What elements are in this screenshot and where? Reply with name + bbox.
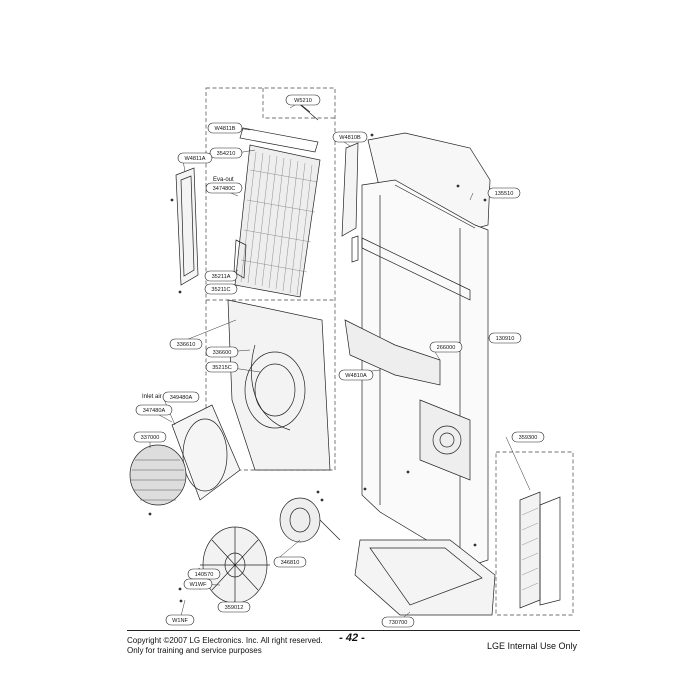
part-tag-336600: 336600 — [205, 346, 239, 358]
part-tag-35211c: 35211C — [204, 283, 238, 295]
part-tag-w4811a: W4811A — [177, 152, 213, 164]
part-tag-347480c: 347480C — [205, 182, 243, 194]
part-tag-w1nf: W1NF — [165, 614, 195, 626]
purpose-text: Only for training and service purposes — [127, 646, 262, 655]
part-label: 35215C — [212, 365, 232, 371]
part-tag-346810: 346810 — [273, 556, 307, 568]
internal-use-text: LGE Internal Use Only — [487, 641, 578, 651]
side-panel-left — [175, 167, 199, 286]
part-label: 349480A — [170, 395, 193, 401]
louver-group-box — [495, 451, 574, 616]
part-tag-140570: 140570 — [187, 568, 221, 580]
part-label: W4811A — [184, 156, 205, 162]
side-panel-middle — [341, 142, 359, 237]
page-number: - 42 - — [339, 632, 365, 644]
part-tag-w5210: W5210 — [285, 94, 321, 106]
part-label: 130910 — [496, 336, 515, 342]
part-label: 336600 — [213, 350, 232, 356]
scroll-housing — [227, 299, 331, 471]
eva-out-label: Eva-out — [213, 177, 234, 183]
part-label: 347480C — [213, 186, 236, 192]
part-label: W5210 — [294, 98, 312, 104]
part-tag-35211a: 35211A — [204, 270, 238, 282]
part-label: 336610 — [177, 342, 196, 348]
part-label: 354210 — [217, 151, 236, 157]
part-tag-349480a: 349480A — [162, 391, 200, 403]
part-label: W4810A — [345, 373, 367, 379]
part-tag-w4810a: W4810A — [338, 369, 374, 381]
part-label: 359012 — [225, 605, 244, 611]
part-label: 140570 — [195, 572, 214, 578]
part-label: 730700 — [389, 620, 408, 626]
screws — [148, 133, 487, 603]
part-tag-730700: 730700 — [381, 616, 415, 628]
part-label: W4811B — [214, 126, 235, 132]
inlet-air-label: Inlet air — [142, 394, 162, 400]
part-tag-354210: 354210 — [209, 147, 243, 159]
drain-pan — [354, 539, 496, 616]
part-tag-135510: 135510 — [487, 187, 521, 199]
part-label: W1WF — [189, 582, 207, 588]
part-tag-130910: 130910 — [488, 332, 522, 344]
part-tag-359012: 359012 — [217, 601, 251, 613]
part-tag-359300: 359300 — [511, 431, 545, 443]
part-tag-266000: 266000 — [429, 341, 463, 353]
orifice-ring — [171, 404, 241, 501]
cabinet-frame — [344, 132, 491, 567]
part-label: 135510 — [495, 191, 514, 197]
copyright-text: Copyright ©2007 LG Electronics. Inc. All… — [127, 636, 323, 645]
part-label: W1NF — [172, 618, 188, 624]
part-tag-336610: 336610 — [169, 338, 203, 350]
part-label: 266000 — [437, 345, 456, 351]
part-tag-347480a: 347480A — [135, 404, 173, 416]
part-label: 35211C — [211, 287, 230, 293]
part-tag-35215c: 35215C — [205, 361, 239, 373]
fan — [200, 526, 270, 604]
part-label: 337000 — [141, 435, 160, 441]
footer-left: Copyright ©2007 LG Electronics. Inc. All… — [127, 636, 323, 656]
motor — [279, 497, 341, 543]
part-label: 346810 — [281, 560, 300, 566]
part-label: 35211A — [212, 274, 231, 280]
part-tag-337000: 337000 — [133, 431, 167, 443]
part-label: 347480A — [143, 408, 166, 414]
part-tag-w1wf: W1WF — [183, 578, 213, 590]
evaporator-group-box — [205, 87, 336, 471]
footer-rule — [127, 630, 580, 631]
part-label: W4810B — [339, 135, 361, 141]
part-label: 359300 — [519, 435, 538, 441]
grille — [129, 444, 187, 506]
part-tag-w4810b: W4810B — [332, 131, 368, 143]
louver — [519, 491, 561, 609]
part-tag-w4811b: W4811B — [207, 122, 243, 134]
evaporator-coil — [233, 95, 321, 298]
